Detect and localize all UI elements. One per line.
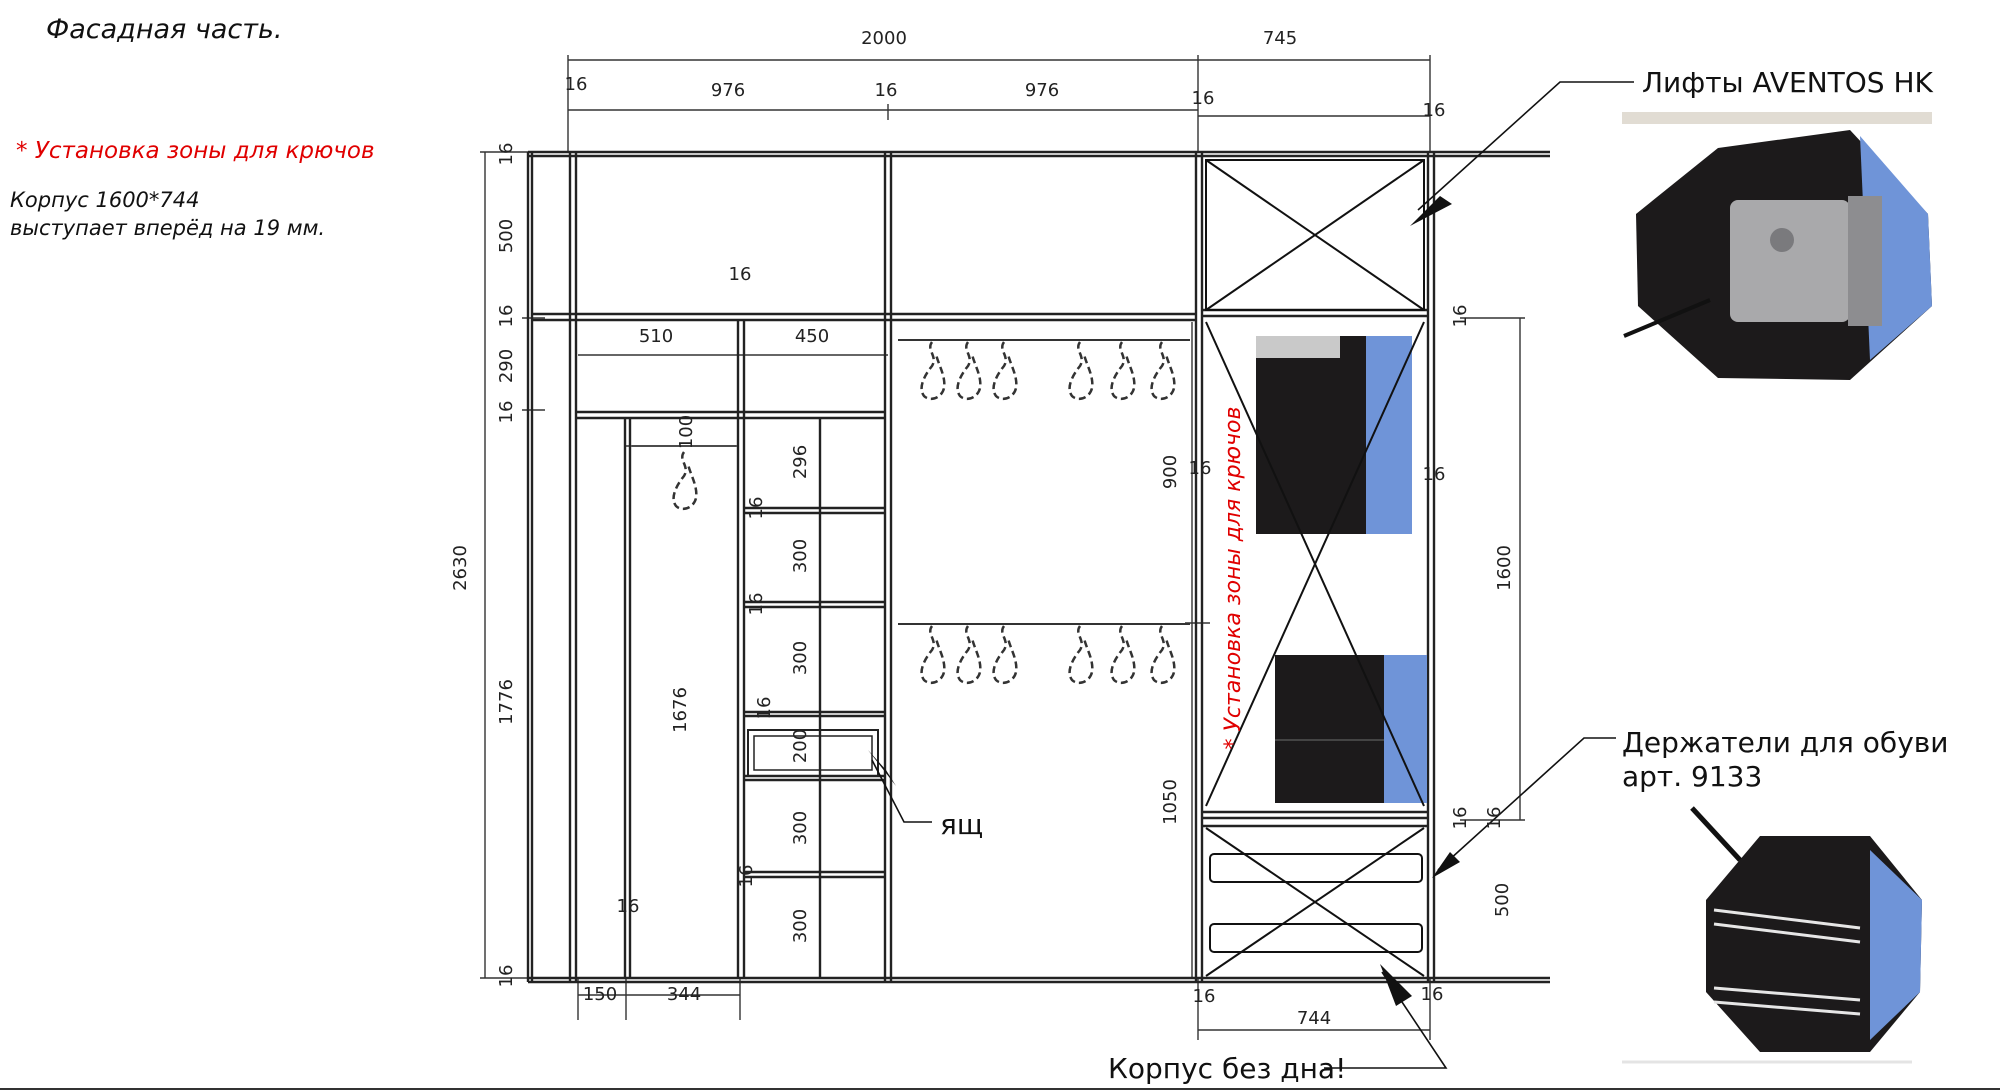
- dim-top-16-a: 16: [565, 74, 588, 95]
- dim-bottom-16-b: 16: [1421, 984, 1444, 1005]
- dim-shelf-16: 16: [729, 264, 752, 285]
- dim-right-16-c: 16: [1450, 807, 1471, 830]
- dim-top-16-b: 16: [875, 80, 898, 101]
- hanger-rods: [632, 339, 1190, 685]
- dim-top-16-c: 16: [1192, 88, 1215, 109]
- dim-left-total: 2630: [450, 545, 471, 591]
- main-carcass: [526, 150, 1550, 984]
- lift-compartment-cross: [1205, 159, 1425, 311]
- dim-left-16-b: 16: [496, 305, 517, 328]
- corpus-note-line2: выступает вперёд на 19 мм.: [10, 216, 326, 240]
- dim-height-300-d: 300: [790, 909, 811, 943]
- dim-height-900: 900: [1160, 455, 1181, 489]
- dim-left-16-d: 16: [496, 965, 517, 988]
- dim-top-976-a: 976: [711, 80, 745, 101]
- dim-height-1676: 1676: [670, 687, 691, 733]
- dim-right-16-d: 16: [1484, 807, 1505, 830]
- dimension-lines: [480, 55, 1525, 1040]
- dim-width-450: 450: [795, 326, 829, 347]
- label-drawer: ящ: [940, 808, 983, 841]
- dim-top-right: 745: [1263, 28, 1297, 49]
- dim-height-300-c: 300: [790, 811, 811, 845]
- dim-height-16-a: 16: [746, 497, 767, 520]
- leader-lines: [871, 81, 1634, 1069]
- dim-width-100: 100: [676, 415, 697, 449]
- dim-left-1776: 1776: [496, 679, 517, 725]
- dim-height-1050: 1050: [1160, 779, 1181, 825]
- dimension-labels: 2000 745 976 976 16 16 16 16 2630 16 500…: [450, 28, 1515, 1029]
- aventos-lift-image: [1622, 112, 1932, 380]
- dim-bottom-744: 744: [1297, 1008, 1331, 1029]
- dim-inner-16: 16: [617, 896, 640, 917]
- dim-bottom-150: 150: [583, 984, 617, 1005]
- dim-right-1600: 1600: [1494, 545, 1515, 591]
- dim-top-16-d: 16: [1423, 100, 1446, 121]
- dim-height-300-a: 300: [790, 539, 811, 573]
- drawer: [747, 729, 879, 777]
- page-title: Фасадная часть.: [46, 14, 283, 45]
- dim-width-510: 510: [639, 326, 673, 347]
- dim-left-16-a: 16: [496, 143, 517, 166]
- label-shoe-holders-line1: Держатели для обуви: [1622, 726, 1948, 759]
- dim-height-16-c: 16: [754, 697, 775, 720]
- dim-bottom-16-a: 16: [1193, 986, 1216, 1007]
- dim-top-976-b: 976: [1025, 80, 1059, 101]
- label-no-bottom: Корпус без дна!: [1108, 1052, 1346, 1085]
- label-hooks-zone-vertical: * Установка зоны для крючов: [1221, 407, 1246, 750]
- corpus-note-line1: Корпус 1600*744: [10, 188, 200, 212]
- dim-bottom-344: 344: [667, 984, 701, 1005]
- dim-right-500: 500: [1492, 883, 1513, 917]
- dim-height-16-b: 16: [746, 593, 767, 616]
- dim-mid-16: 16: [1189, 458, 1212, 479]
- bottom-compartment: [1205, 827, 1425, 977]
- dim-left-16-c: 16: [496, 401, 517, 424]
- arrowheads: [868, 196, 1460, 1006]
- dim-height-16-d: 16: [736, 865, 757, 888]
- hooks-zone-note: * Установка зоны для крючов: [16, 138, 375, 164]
- dim-top-total: 2000: [861, 28, 907, 49]
- dim-right-16-b: 16: [1423, 464, 1446, 485]
- dim-height-296: 296: [790, 445, 811, 479]
- middle-compartment: [1205, 321, 1427, 807]
- dim-height-200: 200: [790, 729, 811, 763]
- dim-left-290: 290: [496, 349, 517, 383]
- shoe-holder-image: [1622, 806, 1922, 1064]
- dim-right-16-a: 16: [1450, 305, 1471, 328]
- label-aventos-lifts: Лифты AVENTOS HK: [1642, 66, 1934, 99]
- dim-height-300-b: 300: [790, 641, 811, 675]
- label-shoe-holders-line2: арт. 9133: [1622, 760, 1762, 793]
- dim-left-500: 500: [496, 219, 517, 253]
